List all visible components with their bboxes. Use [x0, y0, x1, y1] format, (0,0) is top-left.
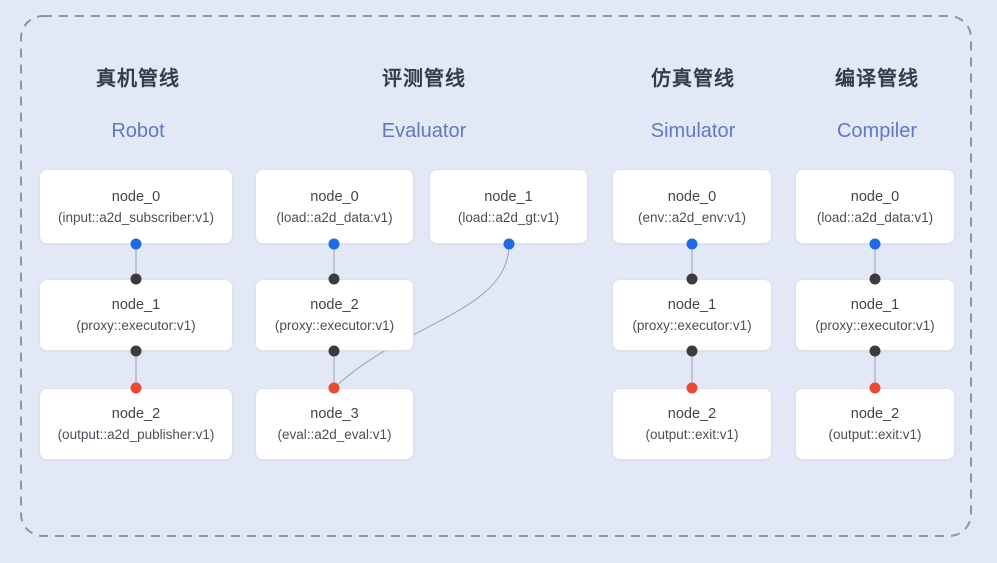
node-card-compiler-node_2: node_2(output::exit:v1) — [795, 388, 955, 460]
node-card-evaluator-node_2: node_2(proxy::executor:v1) — [255, 279, 414, 351]
node-type-label: (output::exit:v1) — [645, 427, 739, 442]
node-card-evaluator-node_3: node_3(eval::a2d_eval:v1) — [255, 388, 414, 460]
node-type-label: (load::a2d_gt:v1) — [457, 209, 560, 225]
node-name-label: node_1 — [850, 297, 900, 313]
node-type-label: (proxy::executor:v1) — [815, 318, 935, 333]
node-name-label: node_1 — [667, 297, 717, 313]
node-name-label: node_1 — [111, 297, 161, 313]
blue-port-dot — [130, 238, 142, 250]
red-port-dot — [869, 382, 881, 394]
node-card-evaluator-node_1: node_1(load::a2d_gt:v1) — [429, 169, 588, 244]
pipeline-title-en-simulator: Simulator — [650, 120, 736, 142]
dark-port-dot — [869, 273, 881, 285]
blue-port-dot — [503, 238, 515, 250]
node-name-label: node_2 — [310, 297, 359, 313]
node-name-label: node_3 — [310, 406, 359, 422]
node-card-compiler-node_1: node_1(proxy::executor:v1) — [795, 279, 955, 351]
node-name-label: node_1 — [484, 188, 533, 205]
node-card-robot-node_0: node_0(input::a2d_subscriber:v1) — [39, 169, 233, 244]
red-port-dot — [328, 382, 340, 394]
dark-port-dot — [328, 345, 340, 357]
node-card-compiler-node_0: node_0(load::a2d_data:v1) — [795, 169, 955, 244]
dashed-frame-border — [20, 15, 972, 537]
node-name-label: node_0 — [667, 188, 717, 205]
edge-connector — [333, 243, 510, 389]
node-type-label: (output::a2d_publisher:v1) — [57, 427, 215, 442]
red-port-dot — [130, 382, 142, 394]
pipeline-title-cn-evaluator: 评测管线 — [382, 68, 466, 90]
node-name-label: node_2 — [667, 406, 717, 422]
dark-port-dot — [686, 345, 698, 357]
node-name-label: node_2 — [111, 406, 161, 422]
node-name-label: node_0 — [111, 188, 161, 205]
node-type-label: (load::a2d_data:v1) — [276, 209, 393, 225]
dark-port-dot — [130, 273, 142, 285]
dark-port-dot — [130, 345, 142, 357]
node-name-label: node_0 — [850, 188, 900, 205]
node-type-label: (proxy::executor:v1) — [274, 318, 395, 333]
dark-port-dot — [686, 273, 698, 285]
pipeline-title-en-evaluator: Evaluator — [381, 120, 467, 142]
dark-port-dot — [328, 273, 340, 285]
pipeline-title-en-robot: Robot — [111, 120, 165, 142]
node-type-label: (input::a2d_subscriber:v1) — [57, 209, 215, 225]
node-name-label: node_2 — [850, 406, 900, 422]
node-card-simulator-node_1: node_1(proxy::executor:v1) — [612, 279, 772, 351]
node-card-evaluator-node_0: node_0(load::a2d_data:v1) — [255, 169, 414, 244]
node-type-label: (load::a2d_data:v1) — [816, 209, 934, 225]
red-port-dot — [686, 382, 698, 394]
blue-port-dot — [328, 238, 340, 250]
node-card-simulator-node_0: node_0(env::a2d_env:v1) — [612, 169, 772, 244]
node-type-label: (proxy::executor:v1) — [632, 318, 752, 333]
pipeline-title-cn-robot: 真机管线 — [96, 68, 180, 90]
node-type-label: (env::a2d_env:v1) — [637, 209, 747, 225]
node-type-label: (proxy::executor:v1) — [76, 318, 196, 333]
blue-port-dot — [686, 238, 698, 250]
pipeline-title-cn-compiler: 编译管线 — [835, 68, 919, 90]
blue-port-dot — [869, 238, 881, 250]
pipeline-title-en-compiler: Compiler — [836, 120, 918, 142]
dark-port-dot — [869, 345, 881, 357]
node-name-label: node_0 — [310, 188, 359, 205]
node-type-label: (eval::a2d_eval:v1) — [277, 427, 392, 442]
node-type-label: (output::exit:v1) — [828, 427, 922, 442]
pipeline-title-cn-simulator: 仿真管线 — [651, 68, 735, 90]
node-card-robot-node_1: node_1(proxy::executor:v1) — [39, 279, 233, 351]
node-card-simulator-node_2: node_2(output::exit:v1) — [612, 388, 772, 460]
node-card-robot-node_2: node_2(output::a2d_publisher:v1) — [39, 388, 233, 460]
